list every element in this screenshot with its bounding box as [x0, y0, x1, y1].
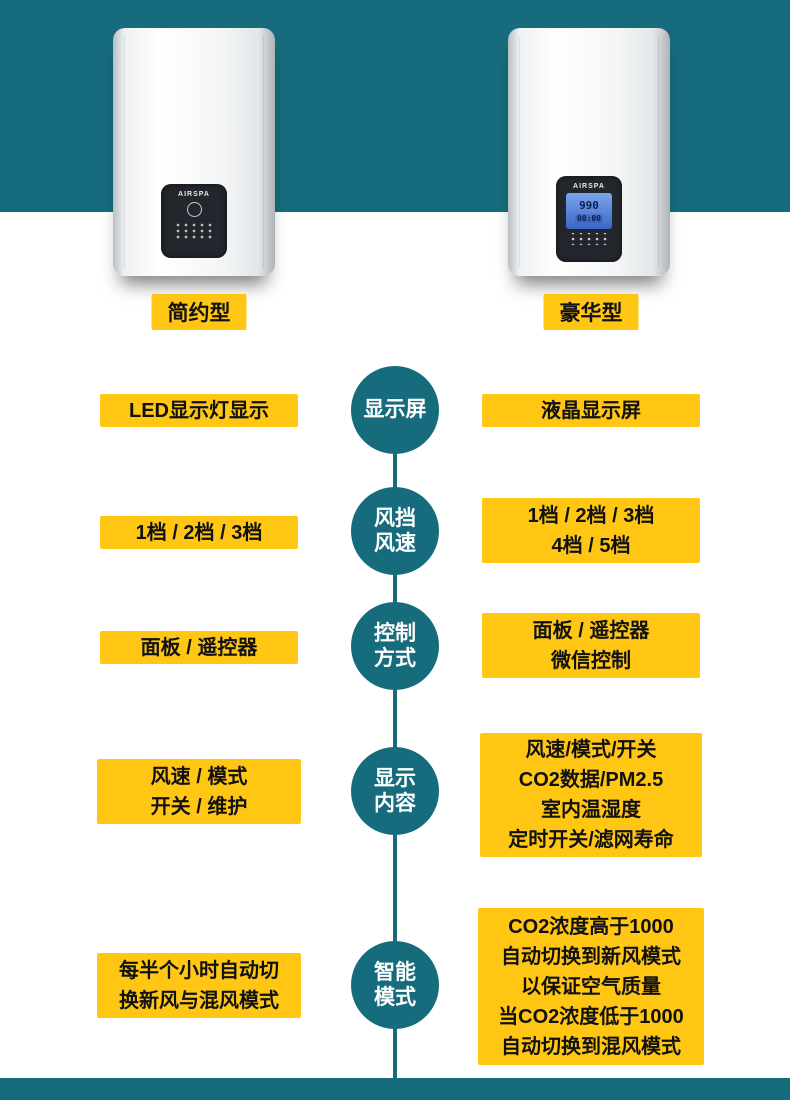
spec-basic-fan-speed: 1档 / 2档 / 3档: [100, 516, 298, 549]
spec-line: 面板 / 遥控器: [140, 636, 258, 659]
spec-deluxe-fan-speed: 1档 / 2档 / 3档 4档 / 5档: [482, 498, 700, 563]
divider-line: [393, 368, 397, 1100]
spec-line: 开关 / 维护: [150, 795, 248, 818]
spec-line: 1档 / 2档 / 3档: [135, 521, 263, 544]
brand-logo: AIRSPA: [573, 183, 605, 190]
category-label: 内容: [374, 792, 416, 815]
category-label: 显示屏: [363, 398, 427, 422]
spec-line: 1档 / 2档 / 3档: [527, 504, 655, 527]
spec-line: 自动切换到混风模式: [501, 1035, 681, 1058]
power-ring-icon: [186, 202, 202, 217]
category-label: 风速: [374, 532, 416, 555]
category-label: 风挡: [374, 506, 416, 530]
spec-basic-control: 面板 / 遥控器: [100, 631, 298, 664]
lcd-clock: 00:00: [574, 213, 604, 223]
spec-line: 微信控制: [551, 649, 631, 672]
category-label: 控制: [374, 621, 416, 645]
device-basic-image: AIRSPA: [113, 28, 275, 276]
lcd-screen: 990 00:00: [566, 193, 612, 229]
spec-line: 4档 / 5档: [551, 534, 631, 557]
category-badge-control: 控制 方式: [351, 602, 439, 690]
spec-basic-display: LED显示灯显示: [100, 394, 298, 427]
spec-line: 当CO2浓度低于1000: [498, 1005, 684, 1028]
spec-line: 室内温湿度: [541, 799, 641, 821]
spec-line: CO2数据/PM2.5: [518, 769, 664, 791]
spec-line: LED显示灯显示: [129, 399, 269, 422]
spec-line: 自动切换到新风模式: [501, 945, 681, 968]
category-label: 方式: [374, 647, 416, 670]
category-badge-display: 显示屏: [351, 366, 439, 454]
model-label-deluxe: 豪华型: [543, 294, 639, 330]
touch-buttons-icons: [568, 233, 610, 245]
spec-line: 液晶显示屏: [541, 399, 641, 422]
category-badge-fan-speed: 风挡 风速: [351, 487, 439, 575]
spec-line: 以保证空气质量: [521, 975, 661, 998]
spec-line: 换新风与混风模式: [119, 989, 279, 1012]
touch-buttons-icons: [173, 222, 215, 240]
device-deluxe-image: AIRSPA 990 00:00: [508, 28, 670, 276]
brand-logo: AIRSPA: [178, 191, 210, 198]
spec-deluxe-control: 面板 / 遥控器 微信控制: [482, 613, 700, 678]
model-label-basic: 简约型: [151, 294, 247, 330]
category-badge-smart-mode: 智能 模式: [351, 941, 439, 1029]
spec-line: CO2浓度高于1000: [508, 915, 674, 938]
device-deluxe-control-panel: AIRSPA 990 00:00: [556, 176, 622, 262]
spec-basic-smart-mode: 每半个小时自动切 换新风与混风模式: [97, 953, 301, 1018]
spec-deluxe-smart-mode: CO2浓度高于1000 自动切换到新风模式 以保证空气质量 当CO2浓度低于10…: [478, 908, 704, 1065]
spec-line: 面板 / 遥控器: [532, 619, 650, 642]
spec-line: 每半个小时自动切: [119, 959, 279, 982]
spec-basic-display-content: 风速 / 模式 开关 / 维护: [97, 759, 301, 824]
lcd-value: 990: [579, 198, 599, 212]
spec-line: 风速/模式/开关: [525, 739, 657, 761]
device-basic-control-panel: AIRSPA: [161, 184, 227, 258]
category-badge-display-content: 显示 内容: [351, 747, 439, 835]
spec-line: 定时开关/滤网寿命: [508, 829, 674, 851]
category-label: 模式: [374, 986, 416, 1009]
spec-line: 风速 / 模式: [150, 765, 248, 788]
spec-deluxe-display-content: 风速/模式/开关 CO2数据/PM2.5 室内温湿度 定时开关/滤网寿命: [480, 733, 702, 857]
spec-deluxe-display: 液晶显示屏: [482, 394, 700, 427]
category-label: 智能: [374, 960, 416, 984]
category-label: 显示: [374, 766, 416, 790]
